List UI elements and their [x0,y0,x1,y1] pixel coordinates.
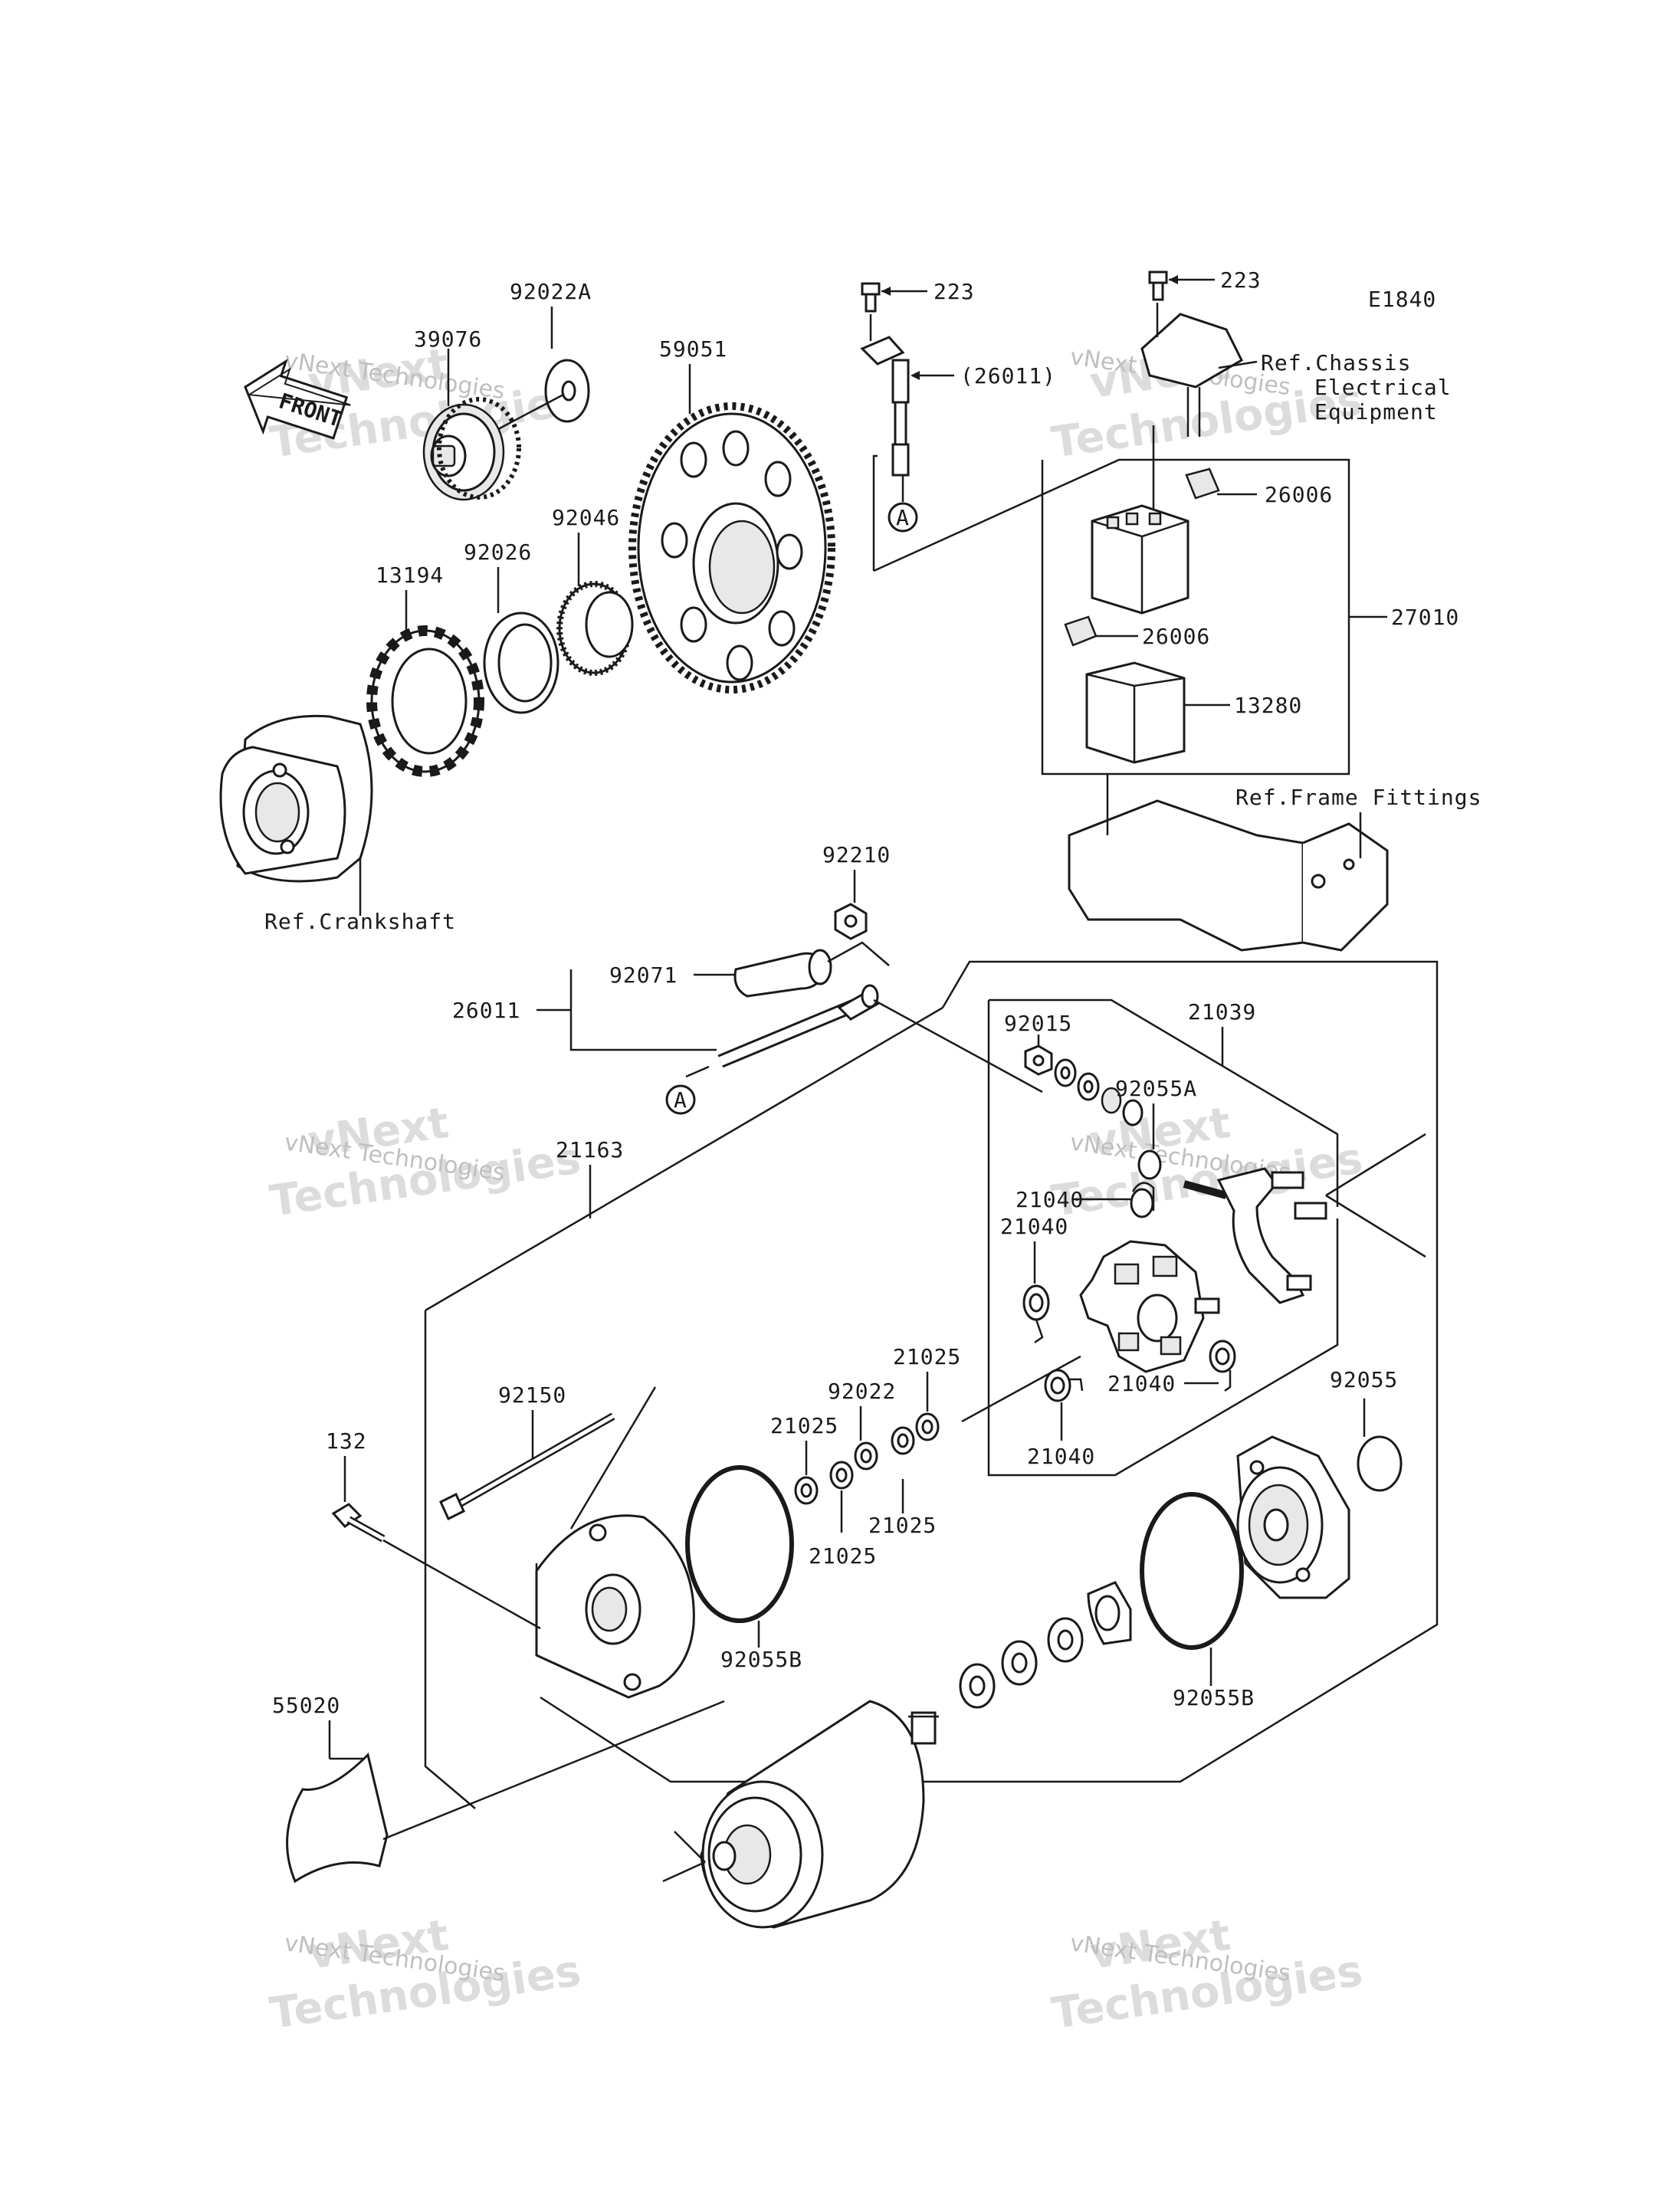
callout-92055: 92055 [1330,1367,1398,1392]
callout-39076: 39076 [414,326,482,352]
o-ring-92055a [1137,1149,1162,1180]
o-ring-92055b [685,1465,794,1623]
bolt-132 [331,1503,386,1543]
front-arrow-icon: FRONT [244,359,351,440]
ref-crankshaft: Ref.Crankshaft [264,909,456,934]
washer [1122,1099,1144,1126]
callout-21039: 21039 [1188,999,1256,1025]
o-ring-92055b [1140,1492,1244,1650]
callout-13280: 13280 [1234,693,1302,718]
callout-27010: 27010 [1391,605,1459,630]
circle-a-marker [665,1084,696,1115]
callout-21040c: 21040 [1107,1371,1176,1396]
spring-21040-c [1209,1340,1236,1392]
callout-21040a: 21040 [1016,1187,1084,1212]
ref-chassis-line3: Equipment [1314,399,1438,425]
spring-21040-b [1022,1284,1050,1344]
terminal-bracket [1183,1167,1327,1304]
callout-92015: 92015 [1004,1011,1072,1036]
bolt-223a [861,282,881,313]
callout-92026: 92026 [464,539,532,565]
callout-92071: 92071 [609,962,678,988]
callout-132: 132 [326,1428,367,1454]
spring-21040-d [1044,1369,1084,1402]
bracket-chassis [1140,303,1243,437]
callout-55020: 55020 [272,1693,340,1718]
cover-55020 [286,1753,389,1884]
bolt-223b [1148,271,1168,301]
callout-92055a: 92055A [1115,1076,1197,1101]
callout-26011: 26011 [452,998,520,1023]
washer [1101,1087,1122,1114]
callout-92055b1: 92055B [720,1647,802,1672]
o-ring-92055 [1357,1435,1403,1492]
circle-a-label: A [674,1087,687,1113]
ref-frame-fittings: Ref.Frame Fittings [1235,785,1481,810]
circle-a-label: A [896,505,910,530]
spring-21040-a [1130,1182,1155,1218]
callout-21040b: 21040 [1000,1214,1068,1239]
frame-bracket [1068,799,1389,952]
crankshaft-rotor [219,714,373,883]
diagram-code: E1840 [1368,287,1436,312]
callout-223a: 223 [934,279,975,304]
callout-21025b: 21025 [770,1413,838,1438]
cover-13280 [1085,661,1186,764]
callout-21040d: 21040 [1027,1444,1095,1469]
relay-27010 [1091,504,1189,615]
callout-59051: 59051 [659,336,727,362]
callout-26006a: 26006 [1265,482,1333,507]
bolt-92150 [439,1412,615,1521]
callout-92022: 92022 [828,1379,896,1404]
callout-26011-paren: (26011) [960,363,1056,389]
fuse-26006b [1064,615,1098,647]
callout-92022a: 92022A [510,279,592,304]
starter-motor [700,1700,939,1929]
ref-chassis-line1: Ref.Chassis [1261,350,1411,375]
callout-92150: 92150 [498,1382,566,1408]
callout-92055b2: 92055B [1173,1685,1255,1710]
callout-21025a: 21025 [893,1344,961,1369]
cable-26011-upper [860,336,910,477]
cover-92071 [733,949,832,998]
callout-26006b: 26006 [1142,624,1210,649]
end-cover-left [535,1514,695,1699]
callout-223b: 223 [1220,267,1262,293]
callout-92210: 92210 [822,842,891,867]
fuse-26006a [1185,467,1220,500]
callout-21025c: 21025 [809,1543,877,1569]
bearing-92046 [556,581,634,676]
ref-chassis-line2: Electrical [1314,375,1452,400]
clutch-13194 [366,625,484,777]
end-cover-right [1236,1435,1350,1599]
gear-59051 [628,402,835,694]
gear-39076 [422,397,521,501]
nut-92210 [834,903,868,940]
circle-a-marker [888,502,918,533]
callout-21163: 21163 [556,1137,624,1162]
nut-92015 [1024,1044,1053,1076]
brush-plate [1079,1240,1220,1373]
callout-21025d: 21025 [868,1513,937,1538]
cable-26011-lower [717,984,880,1068]
callout-92046: 92046 [552,505,620,530]
callout-13194: 13194 [376,562,444,588]
